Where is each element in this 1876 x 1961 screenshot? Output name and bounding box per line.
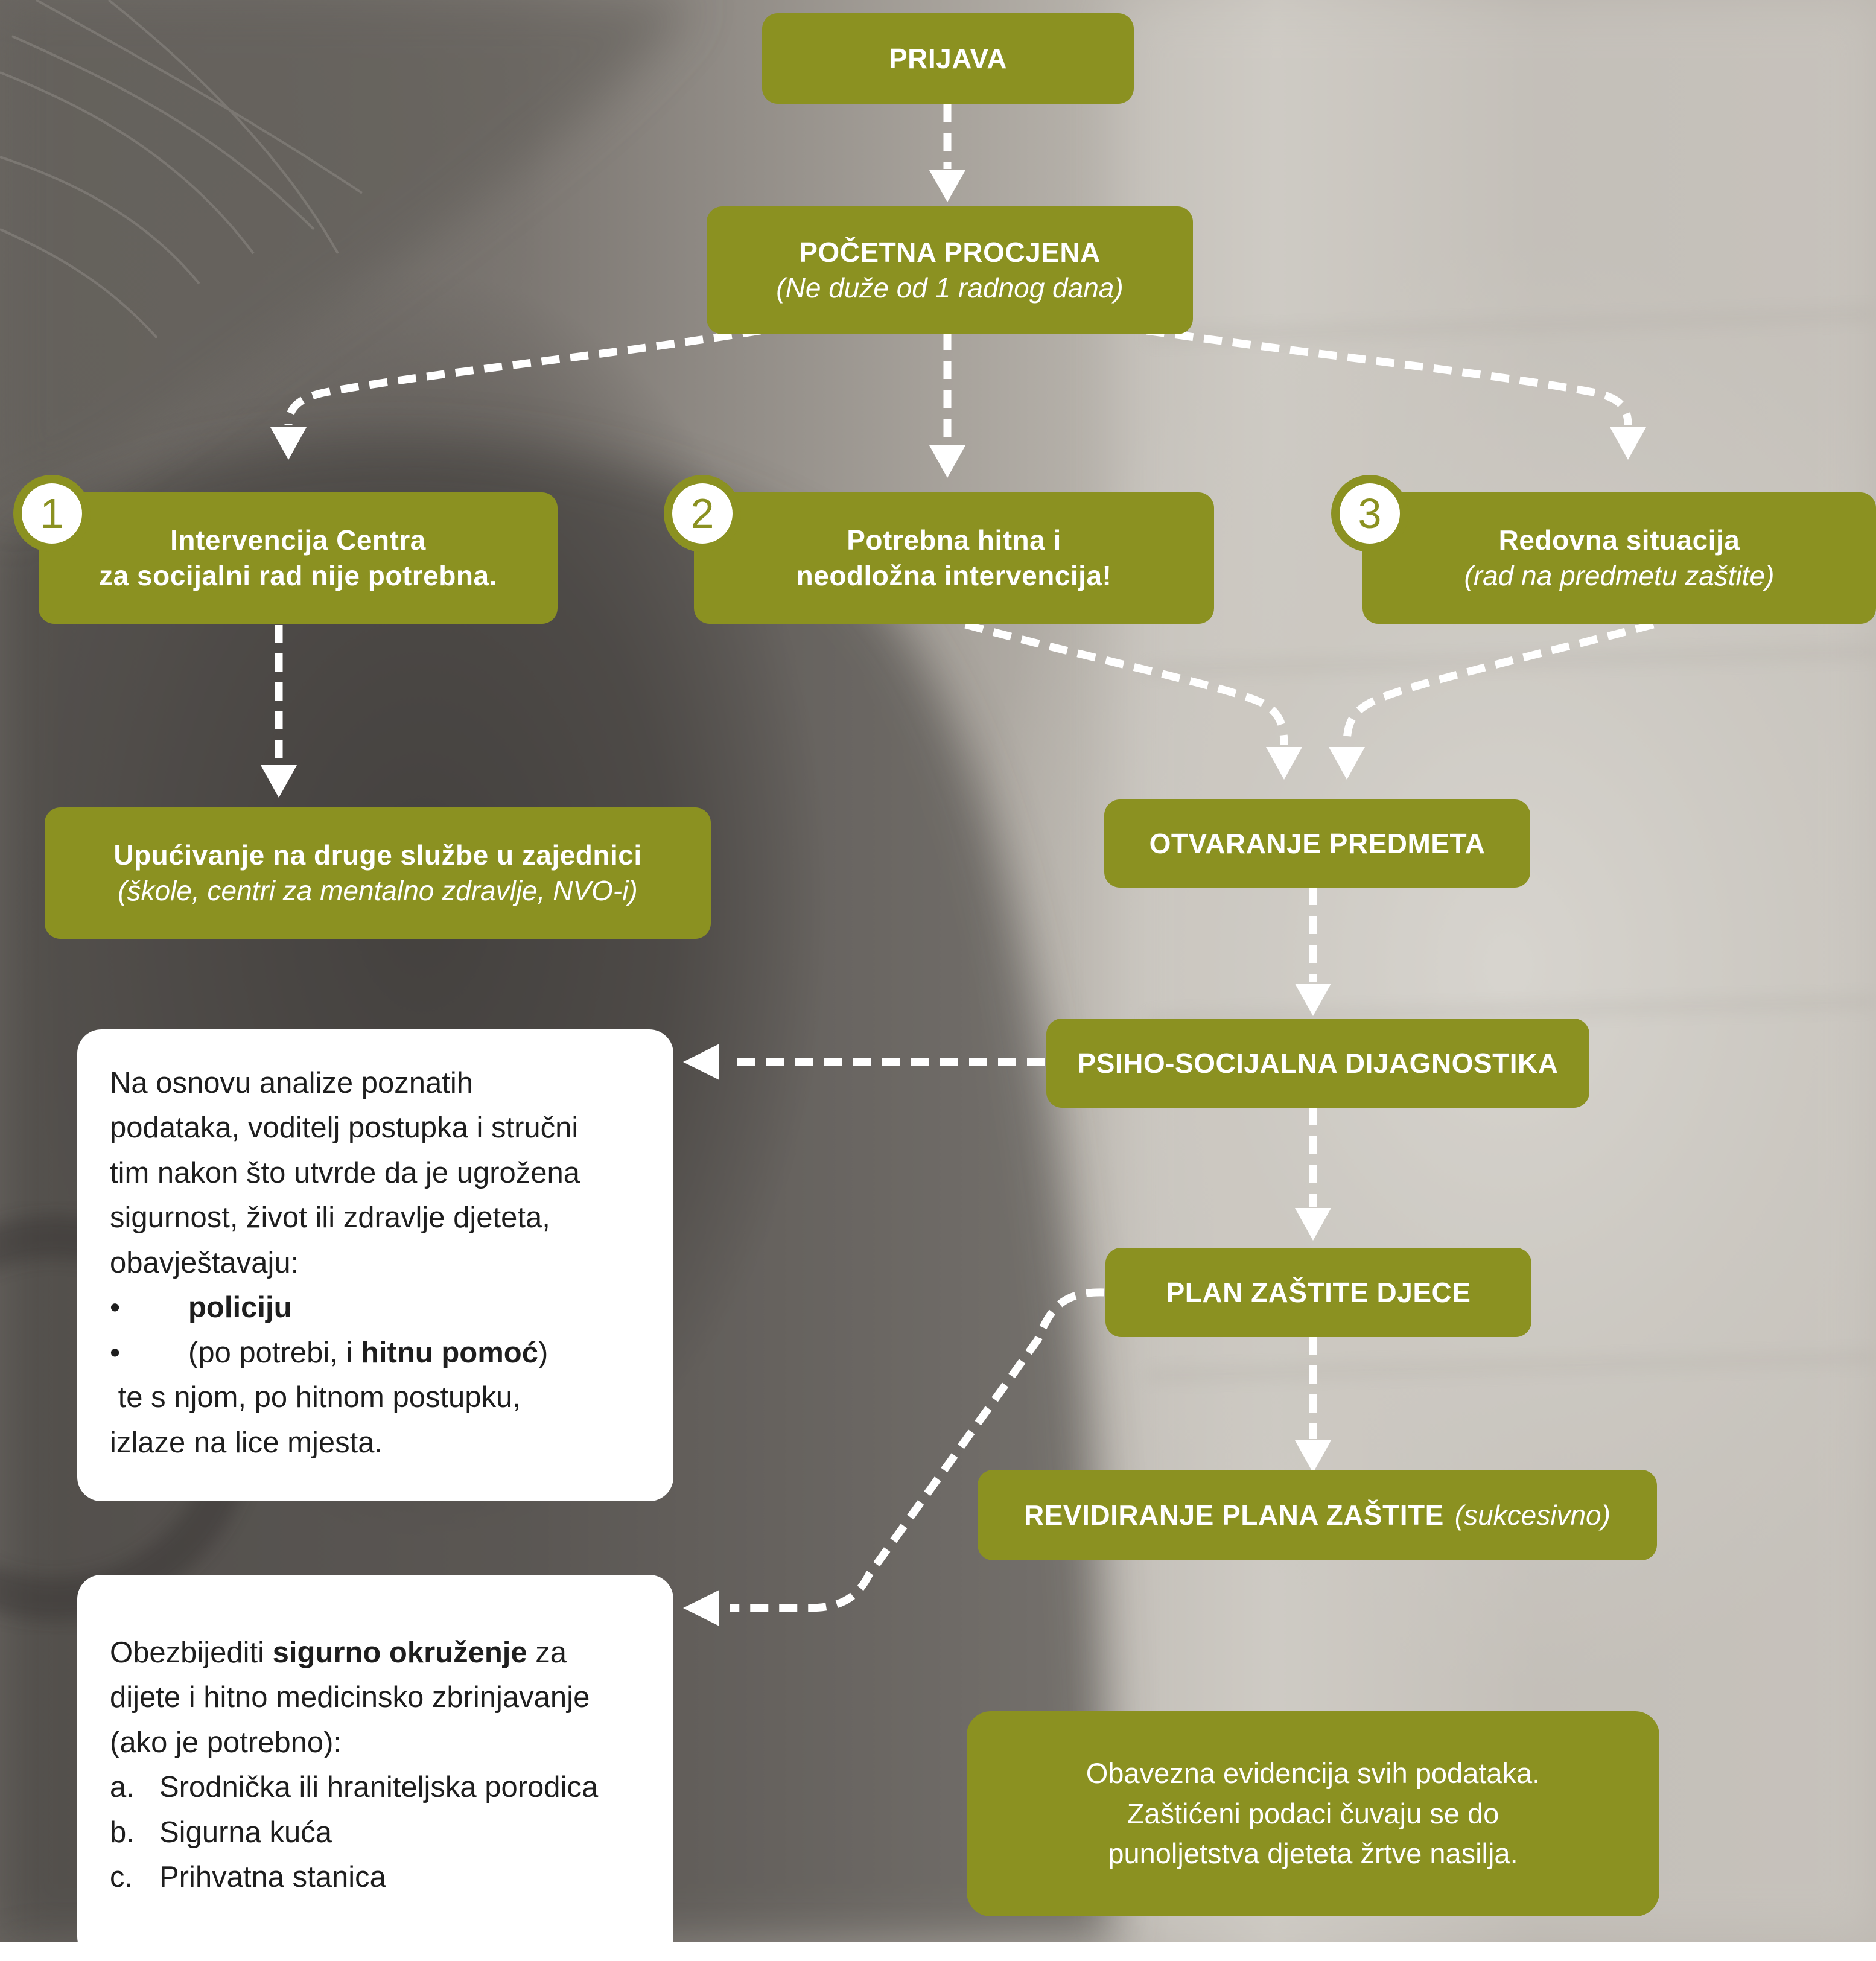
option-2-number-badge: 2 [664,475,741,552]
note-record-line2: Zaštićeni podaci čuvaju se do [1127,1797,1499,1829]
option-2-line2: neodložna intervencija! [796,560,1112,591]
note-police-line5: obavještavaju: [110,1246,299,1279]
arrowhead-otvaranje-right [1329,747,1365,780]
note-safe-item-text: Srodnička ili hraniteljska porodica [159,1771,599,1804]
step-upucivanje: Upućivanje na druge službe u zajednici (… [45,807,711,939]
step-psiho-label: PSIHO-SOCIJALNA DIJAGNOSTIKA [1077,1047,1559,1079]
arrowhead-otvaranje-left [1266,747,1302,780]
arrowhead-option2 [929,445,965,478]
note-safe-item-marker: b. [110,1816,135,1849]
note-safe-line1: Obezbijediti sigurno okruženje za [110,1630,641,1675]
note-safe-item-text: Prihvatna stanica [159,1861,386,1894]
arrowhead-plan [1295,1208,1331,1241]
step-pocetna-title: POČETNA PROCJENA [799,237,1101,269]
arrow-plan-to-safe-note [730,1288,1105,1612]
note-safe-item-text: Sigurna kuća [159,1816,332,1849]
option-3-box: Redovna situacija (rad na predmetu zašti… [1362,492,1876,624]
arrow-procjena-to-option1 [284,326,762,426]
arrow-option3-to-otvaranje [1343,620,1655,746]
note-safe-item: c. Prihvatna stanica [110,1855,641,1899]
arrow-option2-to-otvaranje [964,620,1288,746]
note-police-bullet-2-text: (po potrebi, i hitnu pomoć) [188,1330,548,1375]
option-1-box: Intervencija Centra za socijalni rad nij… [39,492,558,624]
bullet-2-post: ) [538,1336,548,1369]
note-record-keeping: Obavezna evidencija svih podataka. Zašti… [967,1711,1659,1916]
option-1-line2: za socijalni rad nije potrebna. [99,560,497,591]
bullet-dot: • [110,1336,121,1369]
note-police-line6: te s njom, po hitnom postupku, [110,1381,521,1414]
note-record-line1: Obavezna evidencija svih podataka. [1086,1756,1541,1789]
note-police-bullet-1-text: policiju [188,1291,292,1324]
note-police-line1: Na osnovu analize poznatih [110,1067,474,1099]
option-3-subtitle: (rad na predmetu zaštite) [1464,560,1775,591]
step-otvaranje-predmeta: OTVARANJE PREDMETA [1104,799,1530,888]
note-police-bullet-2: • (po potrebi, i hitnu pomoć) [110,1330,641,1375]
step-prijava: PRIJAVA [762,13,1134,104]
arrow-procjena-to-option3 [1146,326,1632,426]
step-pocetna-subtitle: (Ne duže od 1 radnog dana) [776,272,1124,304]
arrowhead-upucivanje [261,765,297,798]
bullet-dot: • [110,1291,121,1324]
bullet-2-pre: (po potrebi, i [188,1336,361,1369]
note-safe-item-marker: c. [110,1861,133,1894]
note-police-bullet-1: • policiju [110,1285,641,1330]
arrowhead-safe-note [683,1590,719,1626]
arrowhead-procjena [929,170,965,202]
arrowhead-police-note [683,1044,719,1080]
note-police: Na osnovu analize poznatih podataka, vod… [77,1029,673,1501]
note-police-line3: tim nakon što utvrde da je ugrožena [110,1156,580,1189]
note-record-line3: punoljetstva djeteta žrtve nasilja. [1108,1837,1518,1870]
note-police-line4: sigurnost, život ili zdravlje djeteta, [110,1201,550,1235]
note-safe-line2: dijete i hitno medicinsko zbrinjavanje [110,1681,590,1714]
step-psiho-socijalna: PSIHO-SOCIJALNA DIJAGNOSTIKA [1046,1019,1589,1108]
step-upucivanje-subtitle: (škole, centri za mentalno zdravlje, NVO… [118,875,638,906]
option-3-number: 3 [1340,483,1400,544]
step-revidiranje-subtitle: (sukcesivno) [1454,1499,1610,1531]
step-otvaranje-label: OTVARANJE PREDMETA [1149,827,1486,859]
step-prijava-label: PRIJAVA [888,42,1008,74]
note-safe-item: b. Sigurna kuća [110,1810,641,1855]
note-safe-item-marker: a. [110,1771,135,1804]
step-plan-label: PLAN ZAŠTITE DJECE [1166,1276,1471,1308]
note-safe-line1-post: za [527,1636,567,1669]
arrowhead-psiho [1295,984,1331,1016]
note-safe-line3: (ako je potrebno): [110,1726,342,1759]
note-safe-line1-pre: Obezbijediti [110,1636,273,1669]
option-3-number-badge: 3 [1331,475,1408,552]
step-pocetna-procjena: POČETNA PROCJENA (Ne duže od 1 radnog da… [707,206,1193,334]
note-safe-line1-bold: sigurno okruženje [272,1636,527,1669]
arrowhead-option3 [1610,427,1646,460]
step-revidiranje-title: REVIDIRANJE PLANA ZAŠTITE [1024,1499,1444,1531]
option-2-line1: Potrebna hitna i [847,524,1061,556]
step-plan-zastite: PLAN ZAŠTITE DJECE [1105,1248,1531,1337]
option-2-number: 2 [672,483,733,544]
note-police-line7: izlaze na lice mjesta. [110,1426,383,1459]
option-3-title: Redovna situacija [1498,524,1740,556]
arrowhead-revidiranje [1295,1440,1331,1473]
note-safe-item: a. Srodnička ili hraniteljska porodica [110,1765,641,1810]
option-1-number: 1 [22,483,82,544]
step-revidiranje: REVIDIRANJE PLANA ZAŠTITE (sukcesivno) [978,1470,1657,1560]
option-1-number-badge: 1 [13,475,91,552]
option-2-box: Potrebna hitna i neodložna intervencija! [694,492,1214,624]
arrowhead-option1 [270,427,307,460]
note-safe-environment: Obezbijediti sigurno okruženje za dijete… [77,1575,673,1961]
bullet-2-bold: hitnu pomoć [361,1336,538,1369]
note-police-line2: podataka, voditelj postupka i stručni [110,1111,579,1145]
step-upucivanje-title: Upućivanje na druge službe u zajednici [113,839,642,871]
option-1-line1: Intervencija Centra [170,524,426,556]
